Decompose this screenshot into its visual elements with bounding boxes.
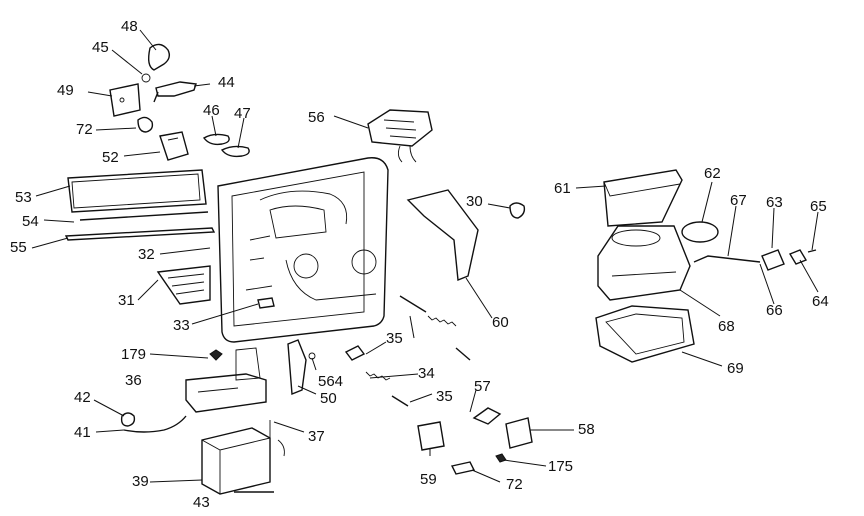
parts-50-564-37-drawing <box>269 339 316 457</box>
callout-56: 56 <box>308 109 325 126</box>
small-parts-33-179-drawing <box>209 297 275 361</box>
callout-65: 65 <box>810 198 827 215</box>
callout-49: 49 <box>57 82 74 99</box>
springs-35-34-drawing <box>344 295 471 407</box>
callout-63: 63 <box>766 194 783 211</box>
callout-labels: 48 45 49 44 72 46 47 52 56 53 54 55 32 3… <box>10 18 829 511</box>
callout-48: 48 <box>121 18 138 35</box>
callout-69: 69 <box>727 360 744 377</box>
callout-57: 57 <box>474 378 491 395</box>
callout-72: 72 <box>76 121 93 138</box>
callout-32: 32 <box>138 246 155 263</box>
callout-66: 66 <box>766 302 783 319</box>
leader-lines <box>31 29 819 483</box>
callout-54: 54 <box>22 213 39 230</box>
parts-62-67-63-65-66-64-drawing <box>681 221 817 271</box>
callout-179: 179 <box>121 346 146 363</box>
callout-35-top: 35 <box>386 330 403 347</box>
callout-31: 31 <box>118 292 135 309</box>
pads-46-47-drawing <box>202 133 250 158</box>
parts-30-60-drawing <box>406 189 526 281</box>
callout-564: 564 <box>318 373 343 390</box>
callout-36: 36 <box>125 372 142 389</box>
callout-61: 61 <box>554 180 571 197</box>
funnel-61-drawing <box>603 169 683 227</box>
housing-68-drawing <box>597 225 691 301</box>
callout-50: 50 <box>320 390 337 407</box>
callout-34: 34 <box>418 365 435 382</box>
callout-58: 58 <box>578 421 595 438</box>
callout-44: 44 <box>218 74 235 91</box>
callout-62: 62 <box>704 165 721 182</box>
switch-housing-56-drawing <box>367 109 433 163</box>
box-39-drawing <box>201 427 271 495</box>
small-parts-72-52-drawing <box>137 116 189 161</box>
callout-52: 52 <box>102 149 119 166</box>
callout-59: 59 <box>420 471 437 488</box>
callout-68: 68 <box>718 318 735 335</box>
callout-41: 41 <box>74 424 91 441</box>
callout-30: 30 <box>466 193 483 210</box>
parts-42-41-drawing <box>120 412 187 433</box>
callout-55: 55 <box>10 239 27 256</box>
callout-72-bottom: 72 <box>506 476 523 493</box>
tray-69-drawing <box>595 305 695 363</box>
callout-43: 43 <box>193 494 210 511</box>
main-chassis-32-drawing <box>217 157 389 343</box>
callout-45: 45 <box>92 39 109 56</box>
small-parts-57-58-175-59-72-drawing <box>417 407 533 475</box>
callout-67: 67 <box>730 192 747 209</box>
callout-60: 60 <box>492 314 509 331</box>
top-bracket-drawing <box>141 43 197 103</box>
plate-49-drawing <box>109 83 141 117</box>
callout-46: 46 <box>203 102 220 119</box>
callout-47: 47 <box>234 105 251 122</box>
callout-175: 175 <box>548 458 573 475</box>
callout-64: 64 <box>812 293 829 310</box>
bracket-36-drawing <box>185 347 267 413</box>
callout-53: 53 <box>15 189 32 206</box>
callout-33: 33 <box>173 317 190 334</box>
panel-53-54-55-drawing <box>64 169 216 241</box>
callout-39: 39 <box>132 473 149 490</box>
tray-31-drawing <box>156 265 211 305</box>
callout-35-bottom: 35 <box>436 388 453 405</box>
callout-37: 37 <box>308 428 325 445</box>
callout-42: 42 <box>74 389 91 406</box>
